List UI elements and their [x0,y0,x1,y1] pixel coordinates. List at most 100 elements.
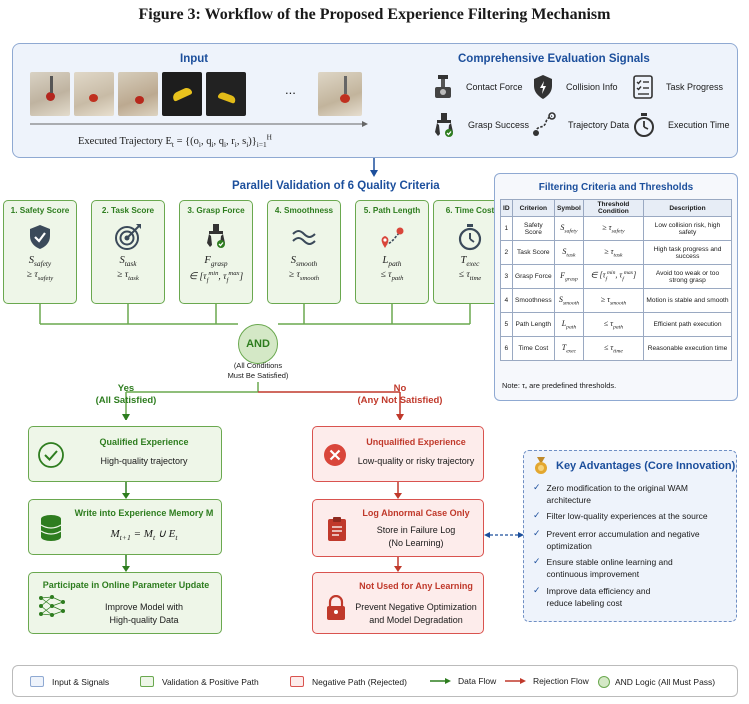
cell-criterion: Safety Score [511,216,556,241]
cell-symbol: Texec [554,336,584,361]
table-note: Note: τ* are predefined thresholds. [502,381,617,393]
check-icon: ✓ [533,585,541,595]
error-circle-icon [324,444,346,466]
time-axis-arrow [30,121,368,127]
checklist-icon [632,74,660,100]
cell-symbol: Lpath [554,312,584,337]
cell-threshold: ≥ τsmooth [582,288,644,313]
yes-path-arrows [122,482,130,572]
signal-grasp-success: Grasp Success [432,112,529,138]
criterion-symbol: Ssafety [28,255,52,269]
cell-id: 3 [500,264,513,289]
cell-symbol: Stask [554,240,584,265]
advantages-heading: Key Advantages (Core Innovation) [556,460,736,472]
signals-heading: Comprehensive Evaluation Signals [458,53,650,65]
log-text: Store in Failure Log(No Learning) [376,525,456,548]
criterion-symbol: Fgrasp [204,255,228,269]
table-header: Criterion [511,199,556,217]
qualified-experience-box: Qualified Experience High-quality trajec… [28,426,222,482]
cell-description: Avoid too weak or too strong grasp [642,264,733,289]
check-icon: ✓ [533,528,541,538]
cell-criterion: Path Length [511,312,556,337]
memory-formula: Mt+1 = Mt ∪ Et [110,528,178,543]
log-title: Log Abnormal Case Only [362,508,470,518]
cell-description: High task progress and success [642,240,733,265]
path-icon [378,223,406,251]
advantage-item: ✓Filter low-quality experiences at the s… [533,510,708,521]
cell-description: Motion is stable and smooth [642,288,733,313]
unqualified-text: Low-quality or risky trajectory [357,456,475,466]
not-used-box: Not Used for Any Learning Prevent Negati… [312,572,484,634]
cell-threshold: ∈ [τfmin, τfmax] [582,264,644,289]
criterion-threshold: ≥ τtask [117,270,139,282]
update-title: Participate in Online Parameter Update [42,580,210,590]
table-heading: Filtering Criteria and Thresholds [538,182,694,193]
trajectory-frame-4 [162,72,202,116]
legend-validation: Validation & Positive Path [140,676,259,687]
no-path-arrows [394,482,402,572]
shield-icon [532,74,560,100]
criterion-symbol: Lpath [382,255,402,269]
criterion-title: 3. Grasp Force [187,206,245,215]
no-label: No(Any Not Satisfied) [357,383,443,406]
check-icon: ✓ [533,482,541,492]
clipboard-icon [328,517,346,541]
dashed-link-arrow [484,532,524,538]
cell-criterion: Task Score [511,240,556,265]
cell-id: 5 [500,312,513,337]
wave-icon [290,223,318,251]
criterion-threshold: ≥ τsmooth [288,270,320,282]
advantage-item: ✓Prevent error accumulation and negative… [533,528,700,551]
trajectory-label: Executed Trajectory Et = {(oi, qi, qi, r… [78,132,272,149]
table-header: Description [642,199,733,217]
signal-label: Trajectory Data [568,120,630,130]
signal-trajectory-data: Trajectory Data [532,112,629,138]
yes-label: Yes(All Satisfied) [95,383,157,406]
criterion-symbol: Texec [460,255,480,269]
table-header: Threshold Condition [582,199,644,217]
trajectory-frame-5 [206,72,246,116]
cell-threshold: ≥ τsafety [582,216,644,241]
cell-symbol: Fgrasp [554,264,584,289]
cell-id: 2 [500,240,513,265]
criterion-threshold: ≥ τsafety [26,270,54,282]
legend [12,665,738,697]
trajectory-frame-last [318,72,362,116]
criterion-symbol: Ssmooth [290,255,318,269]
table-header: Symbol [554,199,584,217]
gripper-icon [202,223,230,251]
figure-title: Figure 3: Workflow of the Proposed Exper… [138,6,611,23]
trajectory-frame-3 [118,72,158,116]
cell-description: Reasonable execution time [642,336,733,361]
cell-symbol: Ssafety [554,216,584,241]
signal-label: Execution Time [668,120,730,130]
green-arrow-icon [430,678,451,684]
unqualified-experience-box: Unqualified Experience Low-quality or ri… [312,426,484,482]
cell-threshold: ≤ τtime [582,336,644,361]
signal-contact-force: Contact Force [432,74,523,100]
check-icon: ✓ [533,556,541,566]
gripper-icon [432,112,462,138]
notused-title: Not Used for Any Learning [359,581,473,591]
and-label: AND [246,338,270,350]
cell-symbol: Ssmooth [554,288,584,313]
trajectory-frame-2 [74,72,114,116]
criterion-threshold: ≤ τpath [380,270,404,282]
experience-memory-box: Write into Experience Memory M Mt+1 = Mt… [28,499,222,555]
legend-input: Input & Signals [30,676,109,687]
cell-id: 1 [500,216,513,241]
